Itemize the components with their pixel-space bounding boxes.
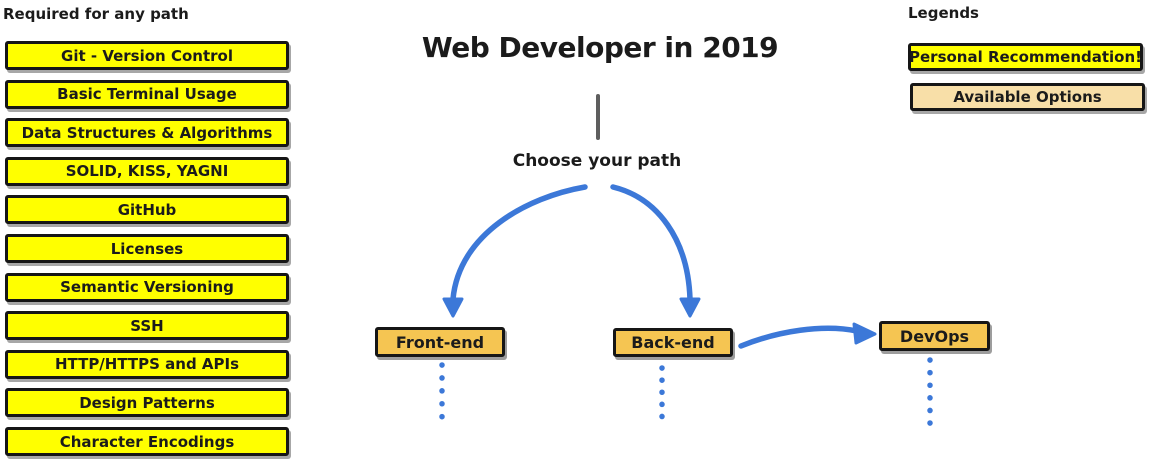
legend-available-options: Available Options: [910, 83, 1145, 111]
title-connector-line: [596, 94, 600, 140]
arrowhead-back-end-icon: [679, 297, 701, 318]
legend-personal-recommendation: Personal Recommendation!: [908, 43, 1143, 71]
arrowhead-front-end-icon: [442, 297, 464, 318]
required-item: Basic Terminal Usage: [5, 79, 289, 109]
choose-your-path-label: Choose your path: [512, 151, 682, 171]
required-item: Design Patterns: [5, 388, 289, 418]
node-front-end: Front-end: [375, 327, 505, 357]
required-item: SSH: [5, 311, 289, 341]
arrow-curve-to-back-end: [610, 184, 693, 302]
required-for-any-path-header: Required for any path: [3, 5, 189, 23]
arrowhead-devops-icon: [852, 322, 877, 345]
required-item: Character Encodings: [5, 427, 289, 456]
required-item: Semantic Versioning: [5, 272, 289, 302]
arrow-curve-to-front-end: [450, 184, 588, 302]
legends-header: Legends: [908, 4, 979, 22]
node-back-end: Back-end: [613, 328, 733, 357]
page-title: Web Developer in 2019: [421, 31, 779, 64]
arrow-curve-to-devops: [738, 325, 860, 349]
required-item: HTTP/HTTPS and APIs: [5, 349, 289, 379]
node-devops: DevOps: [879, 321, 990, 351]
required-item: SOLID, KISS, YAGNI: [5, 156, 289, 186]
required-item: Git - Version Control: [5, 41, 289, 70]
required-item: Data Structures & Algorithms: [5, 118, 289, 148]
required-item: Licenses: [5, 234, 289, 263]
required-item: GitHub: [5, 195, 289, 225]
